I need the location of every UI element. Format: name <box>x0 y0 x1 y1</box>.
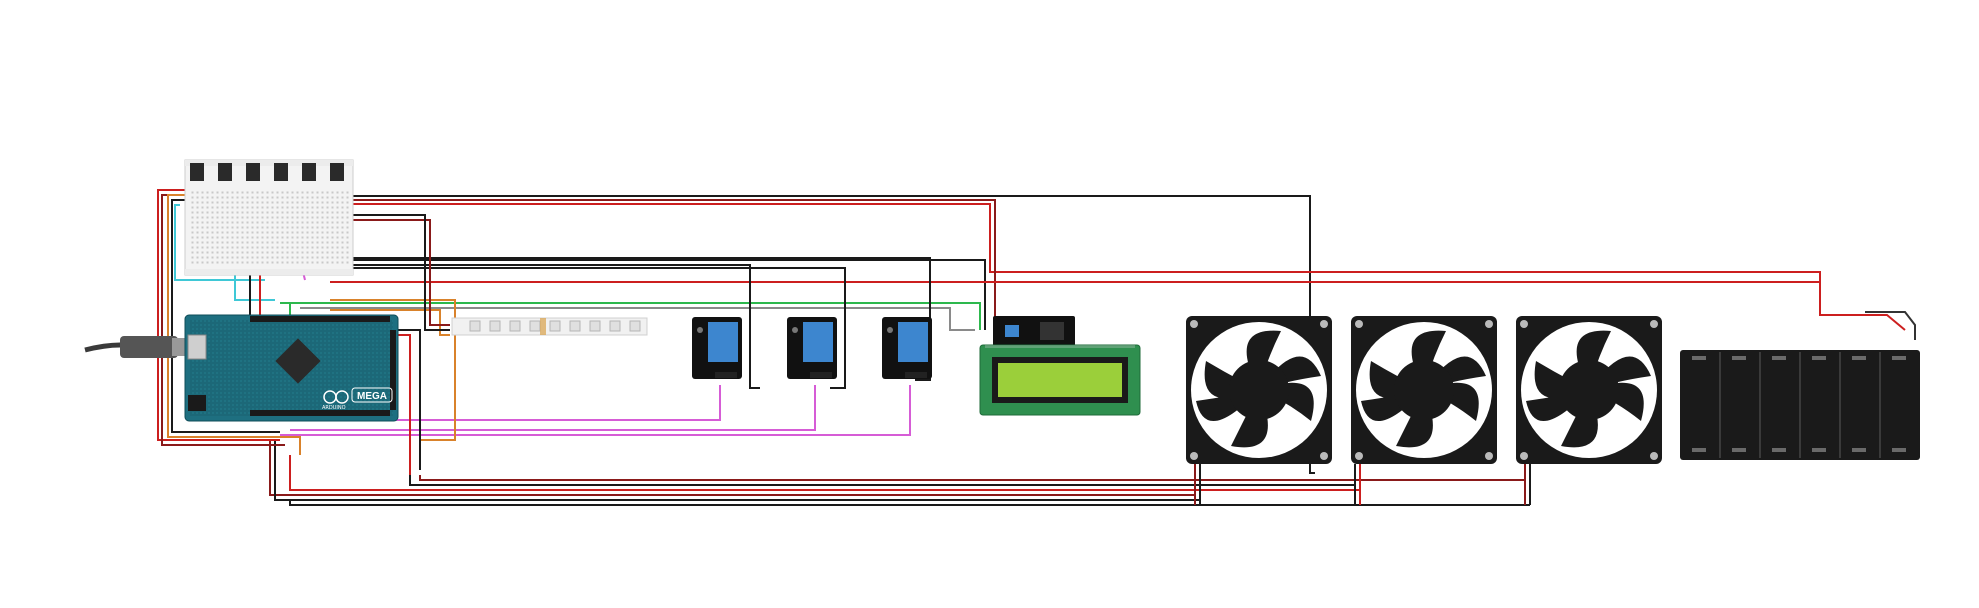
led-1 <box>469 320 481 332</box>
fan-1 <box>1186 316 1332 464</box>
wire-green-i2c <box>280 302 981 330</box>
relay-module-2 <box>787 317 837 379</box>
ic-chip-1 <box>190 163 204 181</box>
board-label: MEGA <box>357 391 387 402</box>
fan-leads <box>1194 464 1531 505</box>
battery-pack <box>1680 350 1920 460</box>
lcd-screen <box>998 363 1122 397</box>
relay-module-1 <box>692 317 742 379</box>
lcd-display <box>979 344 1141 416</box>
wire-red-loop-left <box>157 189 280 441</box>
wire-orange-loop <box>167 194 301 455</box>
led-strip <box>451 317 648 336</box>
ic-chip-4 <box>274 163 288 181</box>
led-8 <box>609 320 621 332</box>
fan-2 <box>1351 316 1497 464</box>
wire-black-battery <box>1865 311 1916 340</box>
led-9 <box>629 320 641 332</box>
breadboard <box>184 159 354 276</box>
wire-red-battery <box>345 203 1906 331</box>
arduino-mega: MEGA ARDUINO <box>184 314 399 422</box>
ic-chip-2 <box>218 163 232 181</box>
ic-chip-6 <box>330 163 344 181</box>
wire-black-relay-1 <box>320 264 760 389</box>
ic-chip-5 <box>302 163 316 181</box>
wires <box>157 189 1916 506</box>
wire-magenta-3 <box>280 385 911 436</box>
led-7 <box>589 320 601 332</box>
board-logo-label: ARDUINO <box>322 405 346 411</box>
led-3 <box>509 320 521 332</box>
ic-chip-3 <box>246 163 260 181</box>
i2c-module <box>993 316 1075 346</box>
wire-darkred-1 <box>345 199 996 325</box>
wire-darkred-fans-1 <box>269 440 1196 505</box>
breadboard-ics <box>190 163 344 181</box>
wire-darkred-strip <box>345 219 450 326</box>
wire-magenta-2 <box>290 385 816 431</box>
led-5 <box>549 320 561 332</box>
led-6 <box>569 320 581 332</box>
wire-black-fans-3 <box>289 500 1530 506</box>
wire-black-relay-2 <box>330 267 846 389</box>
relay-module-3 <box>882 317 932 379</box>
usb-cable <box>84 336 192 358</box>
wire-orange-strip <box>330 309 450 336</box>
wire-orange-right <box>330 299 456 441</box>
led-2 <box>489 320 501 332</box>
fan-3 <box>1516 316 1662 464</box>
breadboard-holes <box>190 190 350 265</box>
wire-black-i2c <box>330 259 986 330</box>
wire-black-strip <box>340 214 450 331</box>
wire-magenta-1 <box>300 385 721 421</box>
wire-cyan-1 <box>174 204 265 281</box>
wire-gray-i2c <box>300 307 975 331</box>
led-4 <box>529 320 541 332</box>
mega-badge <box>351 387 393 403</box>
